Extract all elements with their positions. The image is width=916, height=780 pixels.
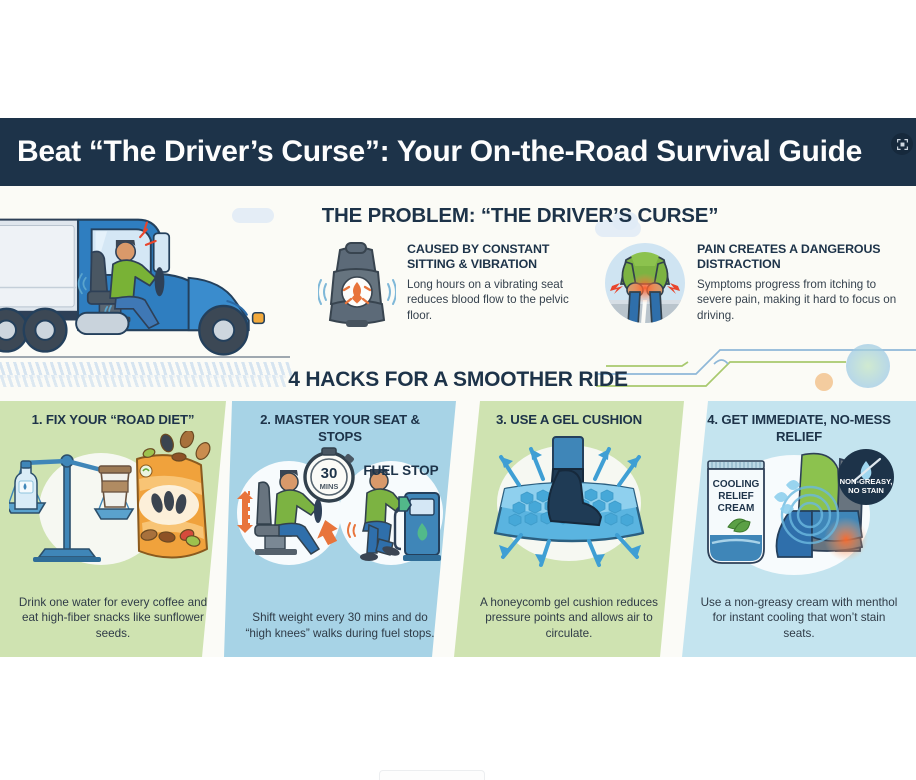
problem-heading: THE PROBLEM: “THE DRIVER’S CURSE”	[321, 204, 719, 227]
bottom-control-bar[interactable]	[379, 770, 485, 780]
expand-fullscreen-icon[interactable]	[891, 133, 913, 155]
problem-section: THE PROBLEM: “THE DRIVER’S CURSE”	[0, 186, 916, 400]
cloud-shape	[612, 212, 638, 230]
page-bottom-area	[0, 657, 916, 780]
hack-panel-2[interactable]: 2. MASTER YOUR SEAT & STOPS	[224, 401, 456, 657]
problem-card-distraction: PAIN CREATES A DANGEROUS DISTRACTION Sym…	[604, 242, 904, 324]
problem-card-body: Long hours on a vibrating seat reduces b…	[407, 278, 569, 322]
badge-line-1: NON-GREASY,	[840, 477, 893, 486]
road-ground-line	[0, 356, 290, 358]
page-header: Beat “The Driver’s Curse”: Your On-the-R…	[0, 118, 916, 186]
hatch-decoration	[0, 362, 292, 378]
driver-back-pain-icon	[605, 243, 685, 323]
problem-card-vibration: CAUSED BY CONSTANT SITTING & VIBRATION L…	[318, 242, 588, 330]
cream-tube-line-3: CREAM	[718, 503, 755, 514]
cream-tube-line-1: COOLING	[713, 479, 760, 490]
badge-line-2: NO STAIN	[848, 486, 884, 495]
fuel-stop-sign-label: FUEL STOP	[363, 463, 438, 478]
page-title: Beat “The Driver’s Curse”: Your On-the-R…	[17, 135, 863, 168]
seated-driver-stopwatch-and-fuel-stop: 30 MINS	[237, 447, 443, 566]
hack-panel-title: 2. MASTER YOUR SEAT & STOPS	[260, 412, 420, 444]
problem-card-title: CAUSED BY CONSTANT SITTING & VIBRATION	[407, 242, 550, 272]
hack-panel-4[interactable]: 4. GET IMMEDIATE, NO-MESS RELIEF	[682, 401, 916, 657]
hack-panel-title: 4. GET IMMEDIATE, NO-MESS RELIEF	[707, 412, 891, 444]
hack-panel-caption: Use a non-greasy cream with menthol for …	[700, 595, 898, 640]
hatch-decoration	[0, 375, 286, 387]
honeycomb-gel-cushion-with-airflow-arrows	[493, 435, 645, 567]
cloud-shape	[232, 208, 274, 223]
hack-panel-caption: Drink one water for every coffee and eat…	[18, 595, 208, 640]
hacks-panels: 1. FIX YOUR “ROAD DIET”	[0, 401, 916, 657]
cooling-cream-tube-and-seat: COOLING RELIEF CREAM NON-GREASY, NO STAI…	[707, 449, 894, 576]
balance-scale-water-vs-coffee-with-snack-bag	[9, 430, 211, 565]
problem-card-title: PAIN CREATES A DANGEROUS DISTRACTION	[697, 242, 881, 272]
infographic-canvas: THE PROBLEM: “THE DRIVER’S CURSE”	[0, 186, 916, 657]
hack-panel-caption: Shift weight every 30 mins and do “high …	[245, 611, 435, 640]
vibrating-truck-seat-icon	[318, 242, 396, 327]
hack-panel-caption: A honeycomb gel cushion reduces pressure…	[479, 595, 658, 640]
hacks-heading: 4 HACKS FOR A SMOOTHER RIDE	[288, 368, 628, 391]
problem-card-body: Symptoms progress from itching to severe…	[697, 278, 897, 322]
circuit-line-decoration	[596, 344, 916, 391]
semi-truck-with-driver-illustration	[0, 218, 266, 356]
hack-panel-title: 1. FIX YOUR “ROAD DIET”	[31, 412, 195, 427]
hack-panel-title: 3. USE A GEL CUSHION	[496, 412, 642, 427]
hack-panel-1[interactable]: 1. FIX YOUR “ROAD DIET”	[0, 401, 226, 657]
svg-text:30: 30	[321, 465, 338, 482]
svg-text:MINS: MINS	[320, 482, 339, 491]
hack-panel-3[interactable]: 3. USE A GEL CUSHION	[454, 401, 684, 657]
cream-tube-line-2: RELIEF	[718, 491, 754, 502]
